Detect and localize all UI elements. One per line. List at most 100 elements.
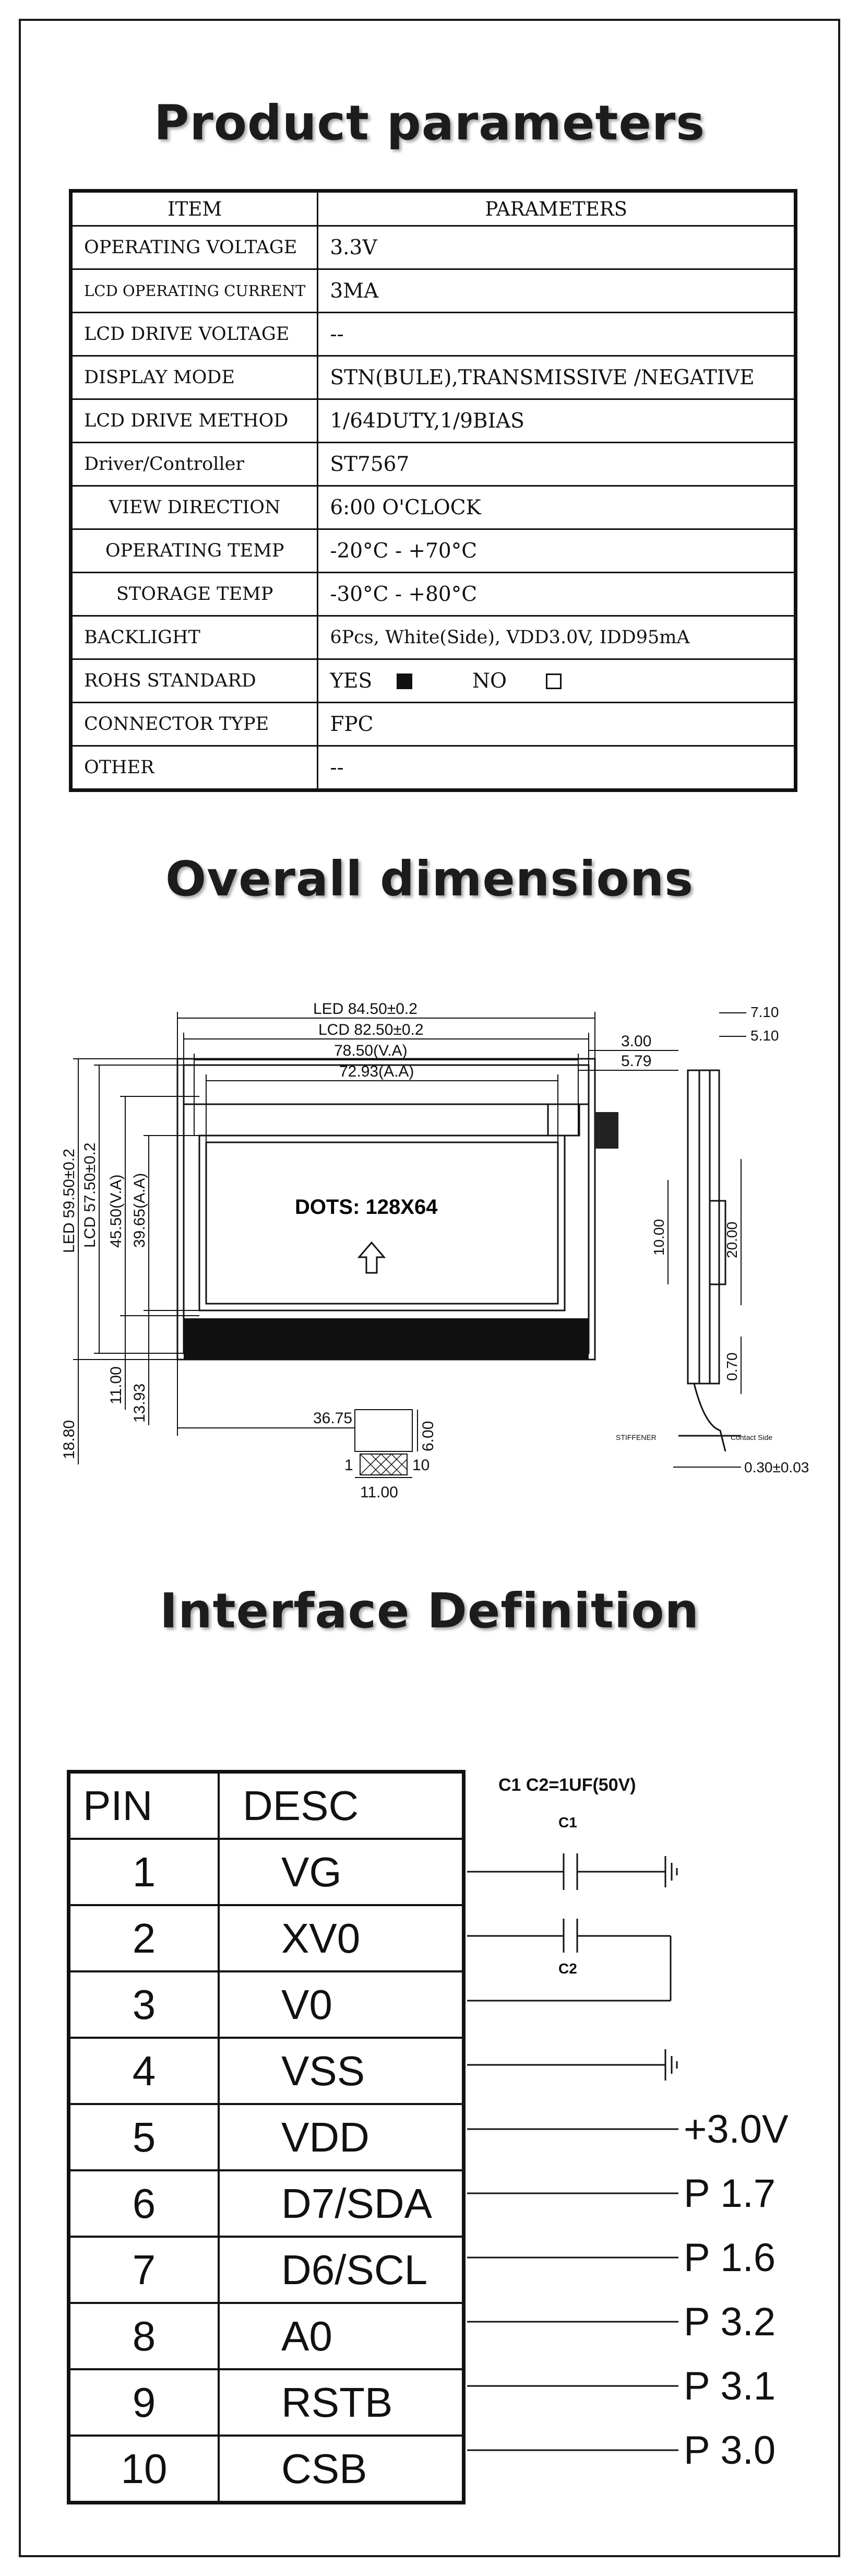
table-row: DISPLAY MODE STN(BULE),TRANSMISSIVE /NEG… [69, 355, 796, 400]
dim-5-10: 5.10 [750, 1027, 779, 1044]
dim-7-10: 7.10 [750, 1004, 779, 1020]
pin-desc: XV0 [218, 1904, 465, 1972]
pin-number: 9 [67, 2368, 220, 2437]
capacitor-note: C1 C2=1UF(50V) [498, 1775, 636, 1795]
dots-label: DOTS: 128X64 [295, 1196, 438, 1219]
dim-36-75: 36.75 [313, 1410, 352, 1427]
dim-3-00: 3.00 [621, 1033, 651, 1050]
param-value: -30°C - +80°C [317, 572, 796, 617]
pin-number: 8 [67, 2302, 220, 2370]
param-value: STN(BULE),TRANSMISSIVE /NEGATIVE [317, 355, 796, 400]
table-row: CONNECTOR TYPE FPC [69, 702, 796, 747]
param-item: DISPLAY MODE [69, 355, 319, 400]
table-row: VIEW DIRECTION 6:00 O'CLOCK [69, 485, 796, 530]
param-item: LCD OPERATING CURRENT [69, 268, 319, 313]
side-view [678, 1069, 741, 1452]
fpc-contacts [360, 1454, 408, 1475]
table-row: STORAGE TEMP -30°C - +80°C [69, 572, 796, 617]
pin-desc: CSB [218, 2435, 465, 2504]
header-item: ITEM [69, 190, 319, 227]
dim-10-00: 10.00 [651, 1219, 667, 1256]
pin-desc: VSS [218, 2037, 465, 2105]
conn-d7: P 1.7 [684, 2171, 776, 2216]
fpc-hatch [595, 1112, 618, 1149]
table-row: LCD DRIVE VOLTAGE -- [69, 312, 796, 357]
pin-desc: VG [218, 1838, 465, 1906]
dim-led-width: LED 84.50±0.2 [313, 1000, 417, 1018]
table-row: LCD OPERATING CURRENT 3MA [69, 268, 796, 313]
pin-number: 10 [67, 2435, 220, 2504]
param-item: OTHER [69, 745, 319, 791]
param-item: Driver/Controller [69, 442, 319, 487]
dim-va-height: 45.50(V.A) [108, 1174, 125, 1248]
param-item: OPERATING VOLTAGE [69, 225, 319, 270]
dim-aa-width: 72.93(A.A) [339, 1063, 414, 1080]
pin-header-row: PIN DESC [67, 1770, 465, 1840]
param-value: FPC [317, 702, 796, 747]
pin-number: 1 [67, 1838, 220, 1906]
pin-desc: D6/SCL [218, 2236, 465, 2304]
param-item: OPERATING TEMP [69, 528, 319, 573]
pin-desc: V0 [218, 1970, 465, 2039]
dim-lcd-height: LCD 57.50±0.2 [81, 1142, 99, 1248]
param-value: 6Pcs, White(Side), VDD3.0V, IDD95mA [317, 615, 796, 660]
dim-0-30: 0.30±0.03 [744, 1459, 809, 1475]
dim-11-00-h: 11.00 [360, 1484, 398, 1501]
rohs-no-checkbox-icon [545, 673, 562, 689]
bottom-bar [184, 1318, 589, 1360]
arrow-up-icon [357, 1241, 386, 1274]
dim-lcd-width: LCD 82.50±0.2 [318, 1021, 424, 1038]
pin-number: 6 [67, 2169, 220, 2238]
table-row: OPERATING VOLTAGE 3.3V [69, 225, 796, 270]
dim-0-70: 0.70 [724, 1353, 740, 1381]
viewing-area [198, 1135, 566, 1311]
head-pin: PIN [67, 1770, 220, 1840]
param-value: ST7567 [317, 442, 796, 487]
rohs-no-label: NO [472, 669, 507, 693]
param-item: BACKLIGHT [69, 615, 319, 660]
dim-5-79: 5.79 [621, 1053, 651, 1070]
conn-csb: P 3.0 [684, 2428, 776, 2473]
param-item: VIEW DIRECTION [69, 485, 319, 530]
rohs-yes-label: YES [330, 669, 373, 693]
head-desc: DESC [218, 1770, 465, 1840]
iface-title: Interface Definition [159, 1583, 700, 1639]
conn-a0: P 3.2 [684, 2300, 776, 2344]
fpc-pin1: 1 [344, 1457, 353, 1474]
conn-rstb: P 3.1 [684, 2364, 776, 2408]
param-value: 3.3V [317, 225, 796, 270]
dim-aa-height: 39.65(A.A) [131, 1173, 148, 1248]
dim-18-80: 18.80 [61, 1420, 78, 1459]
ground-icon [664, 2049, 678, 2081]
table-row: BACKLIGHT 6Pcs, White(Side), VDD3.0V, ID… [69, 615, 796, 660]
table-row: OTHER -- [69, 745, 796, 791]
param-item: ROHS STANDARD [69, 658, 319, 703]
wiring-diagram: C1 C2=1UF(50V) C1 C2 [467, 1775, 789, 2473]
rohs-yes-checkbox-icon [397, 673, 413, 689]
contact-side-label: Contact Side [731, 1433, 772, 1441]
header-parameters: PARAMETERS [317, 190, 796, 227]
pin-number: 7 [67, 2236, 220, 2304]
fpc-pin10: 10 [412, 1457, 430, 1474]
c1-label: C1 [558, 1814, 577, 1830]
page-frame [19, 19, 840, 2557]
param-value: 6:00 O'CLOCK [317, 485, 796, 530]
pin-number: 5 [67, 2103, 220, 2171]
param-value: -- [317, 745, 796, 791]
dim-20-00: 20.00 [724, 1222, 740, 1258]
table-row: LCD DRIVE METHOD 1/64DUTY,1/9BIAS [69, 398, 796, 443]
pin-number: 3 [67, 1970, 220, 2039]
parameters-table: ITEM PARAMETERS OPERATING VOLTAGE 3.3V L… [69, 189, 797, 792]
corner-pad [547, 1103, 580, 1137]
pin-number: 4 [67, 2037, 220, 2105]
table-row: ROHS STANDARD YES NO [69, 658, 796, 703]
